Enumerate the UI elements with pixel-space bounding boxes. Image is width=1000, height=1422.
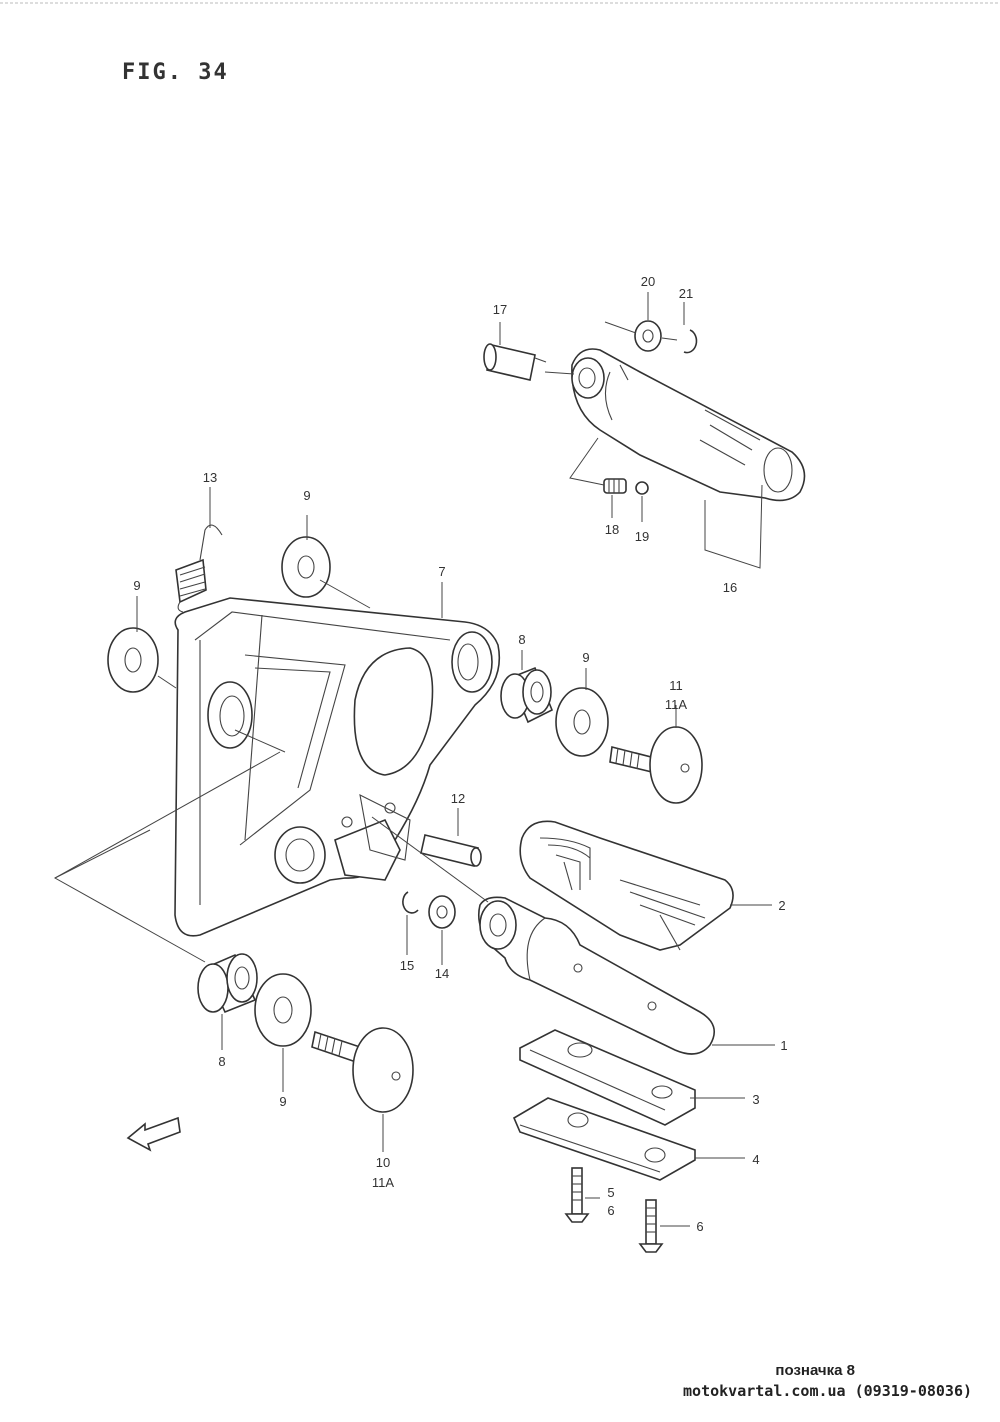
callout-2: 2 [778,898,785,913]
footer-site-link[interactable]: motokvartal.com.ua (09319-08036) [683,1382,972,1400]
washer-14 [428,895,456,929]
callout-8-lower: 8 [218,1054,225,1069]
callout-10: 10 [376,1155,390,1170]
footpeg-16 [571,348,806,502]
callout-7: 7 [438,564,445,579]
footrest-bracket-7 [174,597,501,937]
footpeg-rubber-2 [519,820,734,951]
screw-6 [638,1199,664,1253]
callout-8-upper: 8 [518,632,525,647]
callout-9-right: 9 [582,650,589,665]
callout-17: 17 [493,302,507,317]
washer-9-top [281,536,331,598]
callout-1: 1 [780,1038,787,1053]
callout-9-left: 9 [133,578,140,593]
return-spring-13 [175,524,223,613]
bushing-8-upper [500,666,554,724]
callout-11: 11 [669,678,683,693]
footpeg-plate-4 [512,1097,696,1181]
callout-14: 14 [435,966,449,981]
callout-6-lower: 6 [696,1219,703,1234]
forward-arrow-icon [126,1116,181,1152]
callout-20: 20 [641,274,655,289]
callout-13: 13 [203,470,217,485]
callout-19: 19 [635,529,649,544]
callout-21: 21 [679,286,693,301]
callout-16: 16 [723,580,737,595]
detent-spring-18 [603,478,627,494]
callout-11a-lower: 11A [372,1175,394,1190]
callout-15: 15 [400,958,414,973]
footpeg-plate-3 [519,1029,696,1126]
passenger-peg-assembly [483,292,806,569]
pin-17 [483,343,547,381]
callout-6-upper: 6 [607,1203,614,1218]
bushing-8-lower [197,953,258,1014]
callout-3: 3 [752,1092,759,1107]
ball-19 [635,481,649,495]
footpeg-1 [477,896,716,1055]
callout-12: 12 [451,791,465,806]
circlip-15 [402,891,419,914]
pin-12 [420,834,482,867]
screw-5 [564,1167,590,1223]
washer-9-lower [254,973,312,1047]
callout-5: 5 [607,1185,614,1200]
circlip-21 [683,329,698,354]
footer-note: позначка 8 [775,1362,855,1379]
figure-title: FIG. 34 [122,60,229,85]
bolt-10 [311,1027,414,1113]
bolt-11 [609,726,703,804]
callout-9-lower: 9 [279,1094,286,1109]
callout-9-top: 9 [303,488,310,503]
washer-20 [634,320,662,352]
callout-4: 4 [752,1152,759,1167]
callout-18: 18 [605,522,619,537]
washer-9-right [555,687,609,757]
washer-9-left [107,627,159,693]
callout-11a: 11A [665,697,687,712]
